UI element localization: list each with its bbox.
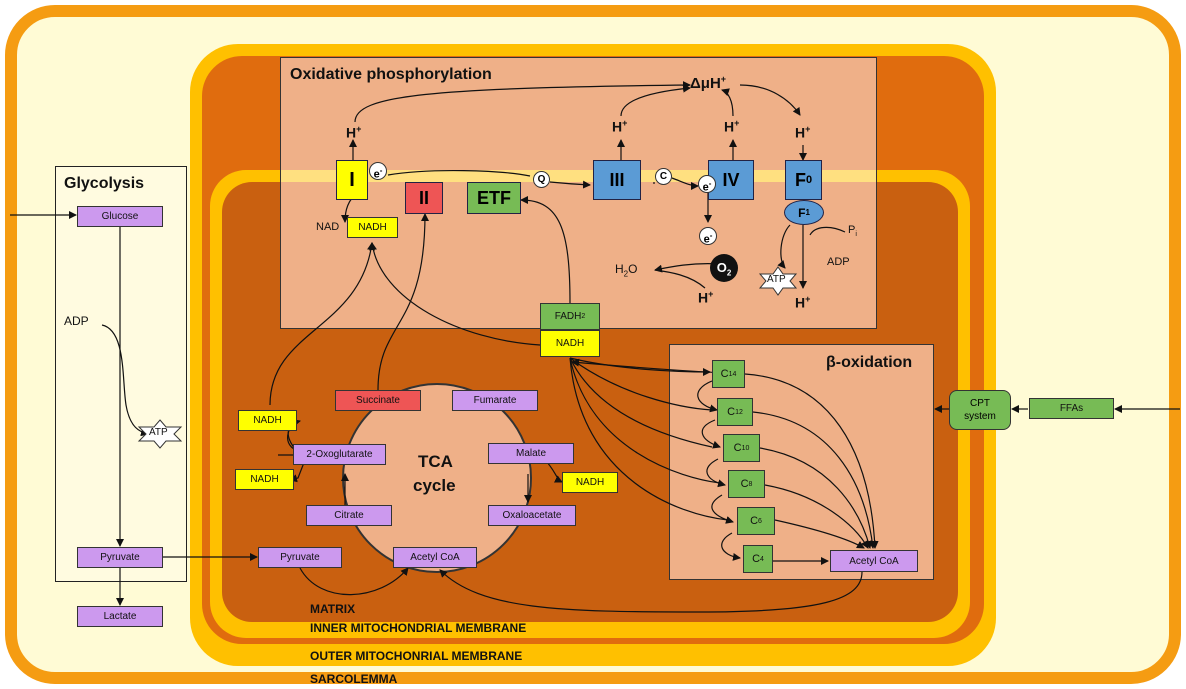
acetyl-coa-tca-node: Acetyl CoA xyxy=(393,547,477,568)
f0-subscript: 0 xyxy=(805,174,813,186)
h-plus-complex-iv: H+ xyxy=(724,118,740,135)
oxoglutarate-node: 2-Oxoglutarate xyxy=(293,444,386,465)
h-plus-bottom-f1: H+ xyxy=(795,294,811,311)
f1-subscript: 1 xyxy=(805,208,810,217)
electron-to-oxygen: e- xyxy=(699,227,717,246)
nadh-complex-i: NADH xyxy=(347,217,398,238)
cpt-system: CPT system xyxy=(949,390,1011,430)
complex-ii: II xyxy=(405,182,443,214)
ffas-node: FFAs xyxy=(1029,398,1114,419)
adp-label-oxphos: ADP xyxy=(827,256,850,268)
cpt-line2: system xyxy=(964,411,996,422)
lactate-node: Lactate xyxy=(77,606,163,627)
oxygen-molecule: O2 xyxy=(710,254,738,282)
tca-title-line2: cycle xyxy=(413,476,456,495)
etf: ETF xyxy=(467,182,521,214)
complex-i: I xyxy=(336,160,368,200)
electron-complex-i: e- xyxy=(369,162,387,181)
adp-label: ADP xyxy=(64,314,89,328)
proton-motive-force: ΔμH+ xyxy=(690,74,727,92)
nad-label: NAD xyxy=(316,221,340,233)
ubiquinone-q: Q xyxy=(533,171,550,188)
cpt-line1: CPT xyxy=(970,398,990,409)
glycolysis-panel xyxy=(55,166,187,582)
nadh-tca-1: NADH xyxy=(238,410,297,431)
atp-label-oxphos: ATP xyxy=(767,274,786,285)
f0-label: F xyxy=(794,169,806,190)
atp-label-glycolysis: ATP xyxy=(149,427,168,438)
sarcolemma-label: SARCOLEMMA xyxy=(310,672,398,686)
pi-label: Pi xyxy=(848,224,857,239)
nadh-tca-2: NADH xyxy=(235,469,294,490)
f1-label: F xyxy=(798,205,806,220)
h-plus-f0: H+ xyxy=(795,124,811,141)
tca-title-line1: TCA xyxy=(418,452,453,471)
atp-star-oxphos xyxy=(758,266,798,296)
fumarate-node: Fumarate xyxy=(452,390,538,411)
citrate-node: Citrate xyxy=(306,505,392,526)
matrix-label: MATRIX xyxy=(310,602,356,616)
beta-oxidation-title: β-oxidation xyxy=(826,354,913,371)
acetyl-coa-beta-node: Acetyl CoA xyxy=(830,550,918,572)
nadh-tca-3: NADH xyxy=(562,472,618,493)
cytochrome-c: C xyxy=(655,168,672,185)
h-plus-oxygen: H+ xyxy=(698,289,714,306)
pyruvate-mito-node: Pyruvate xyxy=(258,547,342,568)
electron-complex-iv: e- xyxy=(698,175,716,194)
pyruvate-glycolysis-node: Pyruvate xyxy=(77,547,163,568)
nadh-fadh-node: NADH xyxy=(540,330,600,357)
glycolysis-title: Glycolysis xyxy=(64,175,145,192)
complex-iii: III xyxy=(593,160,641,200)
succinate-node: Succinate xyxy=(335,390,421,411)
glucose-node: Glucose xyxy=(77,206,163,227)
h-plus-complex-i: H+ xyxy=(346,124,362,141)
tca-cycle-circle xyxy=(342,383,532,573)
atp-star-glycolysis xyxy=(137,419,183,449)
inner-membrane-label: INNER MITOCHONDRIAL MEMBRANE xyxy=(310,621,527,635)
oxphos-title: Oxidative phosphorylation xyxy=(290,66,492,83)
water-label: H2O xyxy=(615,262,638,279)
oxaloacetate-node: Oxaloacetate xyxy=(488,505,576,526)
malate-node: Malate xyxy=(488,443,574,464)
outer-membrane-label: OUTER MITOCHONRIAL MEMBRANE xyxy=(310,649,523,663)
h-plus-complex-iii: H+ xyxy=(612,118,628,135)
